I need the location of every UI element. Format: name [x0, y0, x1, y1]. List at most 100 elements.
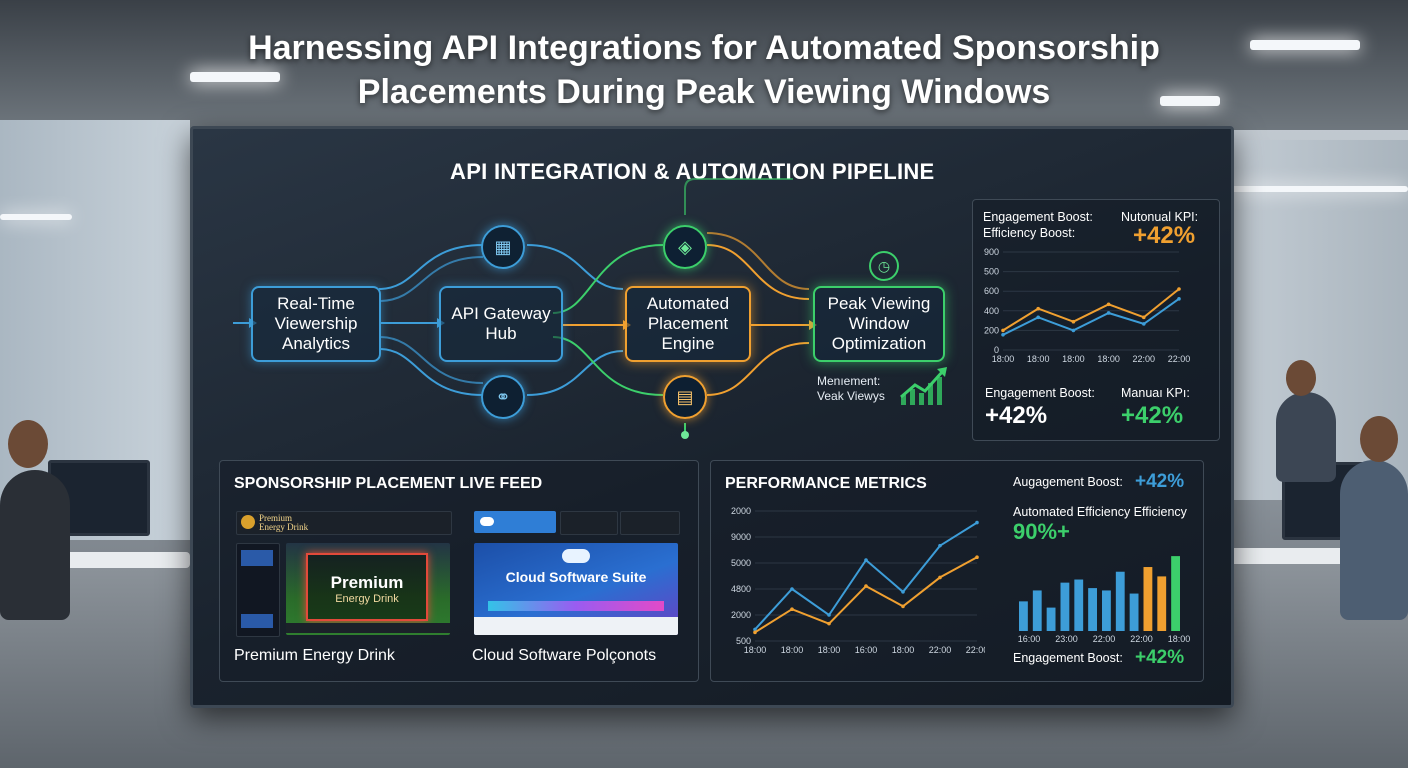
- aug-label: Augagement Boost:: [1013, 475, 1123, 489]
- cloud-icon: [480, 517, 494, 526]
- data-point: [1106, 302, 1111, 307]
- x-tick-label: 18:00: [1062, 354, 1085, 364]
- database-icon[interactable]: ▦: [481, 225, 525, 269]
- server-icon[interactable]: ▤: [663, 375, 707, 419]
- data-point: [1106, 311, 1111, 315]
- x-tick-label: 22:00: [929, 645, 952, 655]
- page-title: Harnessing API Integrations for Automate…: [0, 26, 1408, 114]
- series-line: [1002, 288, 1180, 332]
- node-label: Automated: [646, 294, 730, 313]
- efficiency-label: Efficiency Boost:: [983, 226, 1076, 240]
- data-point: [827, 613, 831, 617]
- bar: [1088, 588, 1097, 631]
- ad1-sidebar-thumb: [236, 543, 280, 637]
- connector-line: [552, 336, 664, 396]
- x-tick-label: 16:00: [855, 645, 878, 655]
- background-ceiling: [0, 0, 1408, 130]
- node-label: API Gateway: [451, 304, 551, 323]
- data-point: [1001, 328, 1005, 333]
- data-point: [790, 607, 794, 612]
- engagement-bottom-value: +42%: [985, 402, 1048, 429]
- kpi-panel: Engagement Boost: Efficiency Boost: Nuto…: [972, 199, 1220, 441]
- ad2-gradient-bar: [488, 601, 664, 611]
- efficiency-value: 90%+: [1013, 519, 1070, 544]
- y-tick-label: 2000: [731, 610, 751, 620]
- series-line: [754, 556, 978, 634]
- data-point: [901, 604, 905, 609]
- x-tick-label: 23:00: [1055, 634, 1078, 644]
- data-point: [864, 558, 868, 562]
- y-tick-label: 400: [984, 306, 999, 316]
- node-placement-engine[interactable]: Automated Placement Engine: [625, 286, 751, 362]
- ad1-preview[interactable]: Premium Energy Drink: [286, 543, 450, 635]
- node-label: Viewership: [274, 314, 358, 333]
- footer-value: +42%: [1135, 647, 1185, 668]
- node-peak-window[interactable]: Peak Viewing Window Optimization: [813, 286, 945, 362]
- ad2-preview[interactable]: Cloud Software Suite: [474, 543, 678, 635]
- ceiling-light: [1250, 40, 1360, 50]
- footer-label: Engagement Boost:: [1013, 651, 1123, 665]
- ad1-brand-name: Premium: [259, 513, 292, 523]
- data-point: [1142, 322, 1146, 326]
- thumb-block: [241, 550, 273, 566]
- live-feed-panel: SPONSORSHIP PLACEMENT LIVE FEED Premium …: [219, 460, 699, 682]
- x-tick-label: 16:00: [1018, 634, 1041, 644]
- bar: [1102, 590, 1111, 631]
- data-point: [901, 590, 905, 594]
- bar: [1115, 571, 1125, 631]
- connector-line: [378, 256, 484, 302]
- data-point: [975, 555, 979, 560]
- ad1-header-strip: Premium Energy Drink: [236, 511, 452, 535]
- connector-line: [378, 244, 484, 290]
- performance-title: PERFORMANCE METRICS: [725, 475, 927, 492]
- connector-line: [684, 178, 793, 215]
- data-point: [753, 627, 757, 632]
- connector-line: [706, 342, 810, 396]
- x-tick-label: 18:00: [1027, 354, 1050, 364]
- live-feed-title: SPONSORSHIP PLACEMENT LIVE FEED: [234, 475, 543, 492]
- link-icon[interactable]: ⚭: [481, 375, 525, 419]
- bar: [1046, 607, 1056, 631]
- bar: [1129, 593, 1139, 631]
- kpi-value: +42%: [1133, 222, 1196, 249]
- wall-light: [1230, 186, 1408, 192]
- efficiency-label: Automated Efficiency Efficiency: [1013, 505, 1187, 519]
- thumb-block: [241, 614, 273, 628]
- y-tick-label: 0: [994, 345, 999, 355]
- background-person: [0, 470, 70, 620]
- connector-line: [552, 244, 664, 314]
- connector-line: [706, 244, 810, 300]
- kpi-label: Nutonual KPI:: [1121, 210, 1199, 224]
- data-point: [1177, 287, 1181, 291]
- bar: [1171, 556, 1180, 631]
- node-label: Engine: [661, 334, 715, 353]
- data-point: [1001, 332, 1005, 337]
- background-person-head: [1286, 360, 1316, 396]
- ad2-headline: Cloud Software Suite: [505, 569, 647, 585]
- bar: [1019, 601, 1028, 631]
- data-point: [975, 520, 979, 525]
- node-label: Hub: [485, 324, 517, 343]
- node-realtime-analytics[interactable]: Real-Time Viewership Analytics: [251, 286, 381, 362]
- x-tick-label: 22:00: [1133, 354, 1156, 364]
- ad2-header-strip: [474, 511, 556, 533]
- node-label: Peak Viewing: [827, 294, 931, 313]
- connector-dot: [681, 431, 689, 439]
- ad2-caption: Cloud Software Polçonots: [472, 647, 657, 664]
- side-note: Menıement: Veak Viewys: [817, 374, 885, 404]
- shield-icon[interactable]: ◈: [663, 225, 707, 269]
- data-point: [1036, 315, 1040, 320]
- data-point: [1036, 306, 1040, 311]
- ceiling-light: [1160, 96, 1220, 106]
- ad1-logo-icon: [241, 515, 255, 529]
- y-tick-label: 2000: [731, 506, 751, 516]
- y-tick-label: 500: [736, 636, 751, 646]
- ad1-caption: Premium Energy Drink: [234, 647, 395, 664]
- node-api-gateway[interactable]: API Gateway Hub: [439, 286, 563, 362]
- ad2-header-strip: [560, 511, 618, 535]
- aug-value: +42%: [1135, 471, 1185, 492]
- engagement-bottom-label: Engagement Boost:: [985, 386, 1095, 400]
- x-tick-label: 18:00: [1097, 354, 1120, 364]
- x-tick-label: 18:00: [1168, 634, 1191, 644]
